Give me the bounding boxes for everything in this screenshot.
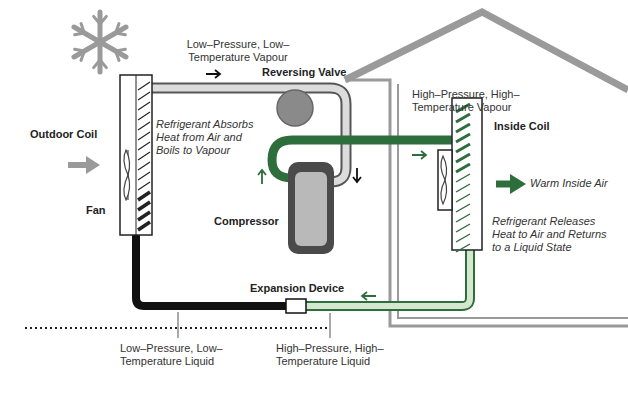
coil-fin [138,192,150,200]
coil-fin [456,144,470,152]
coil-fin [456,154,470,162]
outdoor-fan [124,150,130,200]
warm-air-arrow-head [510,174,526,194]
house-wall [345,80,628,326]
snowflake-arm [100,27,126,42]
snowflake-arm [74,42,100,57]
leader-line [330,313,331,338]
coil-fin [456,194,470,202]
hot-liquid-pipe-inner [305,250,470,306]
coil-fin [456,134,470,142]
coil-fin [456,124,470,132]
coil-fin [456,204,470,212]
coil-fin [456,224,470,232]
pipe-label: Low–Pressure, Low–Temperature Vapour [168,38,308,64]
air-arrow [68,162,88,168]
coil-fin [138,172,150,180]
coil-fin [456,174,470,182]
compressor-body [288,162,334,254]
snowflake-arm [74,27,100,42]
leader-line [178,312,179,338]
part-label: Reversing Valve [262,66,346,79]
hot-liquid-pipe [305,250,470,306]
snowflake-arm [100,42,126,57]
coil-fin [138,152,150,160]
coil-fin [456,184,470,192]
flow-arrow [206,70,220,78]
inside-coil [452,98,482,250]
coil-fin [138,132,150,140]
flow-arrows [206,70,426,300]
coil-fin [138,182,150,190]
coil-fin [138,222,150,230]
coil-fin [138,142,150,150]
snowflake-branch [75,49,85,51]
snowflake [74,12,126,72]
pipe-label: High–Pressure, High–Temperature Vapour [412,88,562,114]
house-roof [345,12,628,90]
snowflake-branch [116,51,119,60]
part-label: Fan [86,204,106,217]
pipe-label: High–Pressure, High–Temperature Liquid [276,342,416,368]
coil-fin [456,234,470,242]
flow-arrow [258,170,266,184]
coil-fin [456,114,470,122]
outdoor-coil [120,75,152,235]
process-note: Refrigerant Absorbs Heat from Air and Bo… [156,118,264,157]
snowflake-branch [81,24,84,33]
fan-blade [441,156,447,180]
coil-fin [138,82,150,90]
fan-blade [124,175,130,200]
coil-fin [138,112,150,120]
coil-fin [138,102,150,110]
snowflake-arm [98,42,103,72]
snowflake-branch [116,33,126,35]
coil-fins [456,104,470,252]
snowflake-arm [98,12,103,42]
inside-fan [441,156,447,204]
fan-blade [441,180,447,204]
expansion-device [286,299,306,313]
coil-fins [136,75,150,235]
coil-divider [136,75,137,235]
part-label: Compressor [214,215,279,228]
part-label: Inside Coil [494,120,550,133]
coil-fin [138,122,150,130]
air-label: Warm Inside Air [530,177,608,190]
inside-fan-box [438,150,452,210]
flow-arrow [362,292,376,300]
coil-fin [456,164,470,172]
pipe-label: Low–Pressure, Low–Temperature Liquid [120,342,248,368]
process-note: Refrigerant Releases Heat to Air and Ret… [492,215,617,254]
coil-fin [138,162,150,170]
coil-fin [138,92,150,100]
reversing-valve [277,90,313,126]
coil-fin [138,212,150,220]
warm-air-arrow [496,181,512,188]
flow-arrow [412,151,426,159]
coil-fin [456,214,470,222]
compressor-inner [295,172,327,246]
house-wall-inner [398,84,628,318]
liquid-pipe [136,235,287,306]
snowflake-branch [94,60,100,68]
fan-blade [124,150,130,175]
coil-fin [138,202,150,210]
part-label: Outdoor Coil [30,128,97,141]
flow-arrow [353,168,361,182]
snowflake-branch [100,16,106,24]
air-arrow-head [86,156,100,174]
coil-fin [456,244,470,252]
part-label: Expansion Device [250,282,344,295]
